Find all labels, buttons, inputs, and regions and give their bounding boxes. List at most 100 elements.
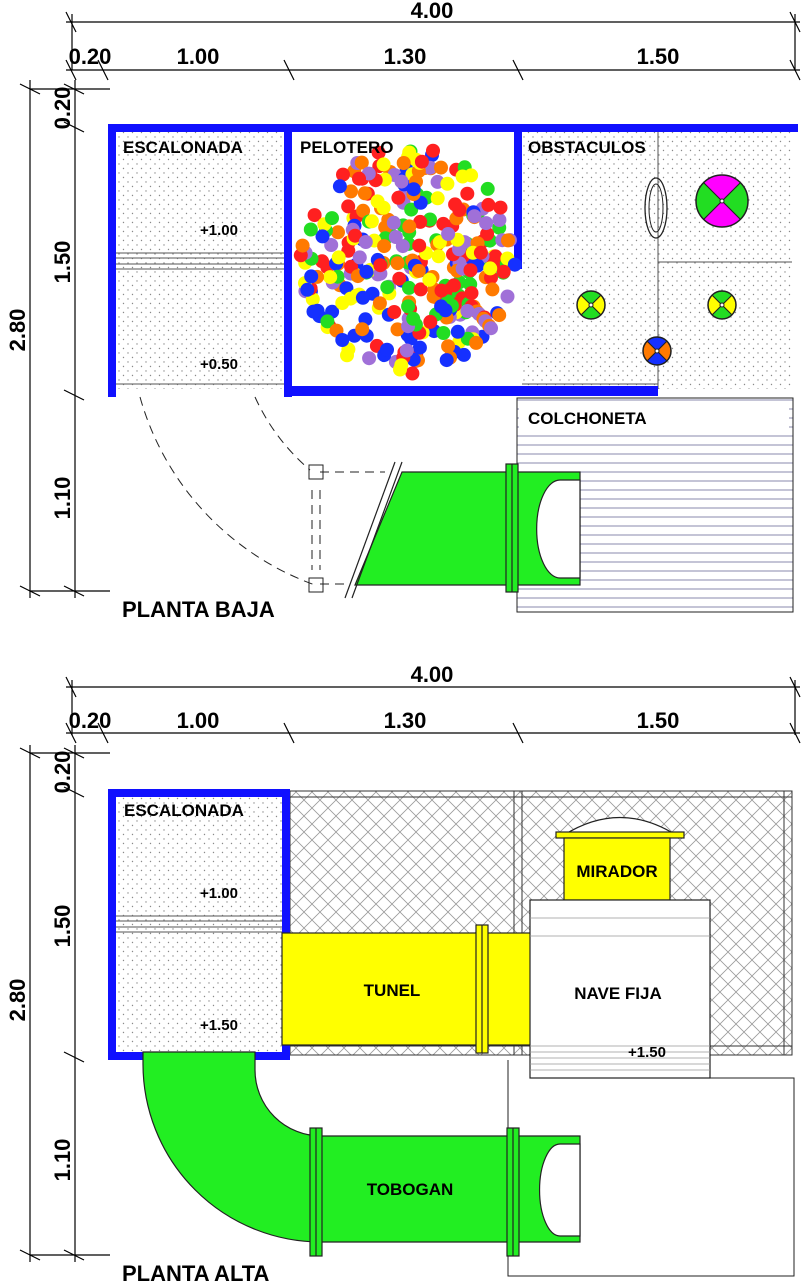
pb-horizontal-dimensions xyxy=(65,11,801,81)
pb-label-colchoneta: COLCHONETA xyxy=(528,409,647,428)
ball xyxy=(304,269,319,284)
ball xyxy=(411,263,426,278)
pa-vertical-dimensions xyxy=(19,745,110,1262)
pb-level-lower: +0.50 xyxy=(200,356,238,373)
ball xyxy=(354,155,369,170)
pb-green-slide xyxy=(344,461,581,599)
ball xyxy=(412,340,427,355)
ball xyxy=(348,228,363,243)
ball xyxy=(399,343,414,358)
ball xyxy=(413,214,428,229)
ball xyxy=(372,296,387,311)
ball xyxy=(441,339,456,354)
ball xyxy=(430,191,445,206)
pb-dim-1-00: 1.00 xyxy=(177,44,220,69)
ball xyxy=(431,249,446,264)
ball xyxy=(343,291,358,306)
ball xyxy=(492,308,507,323)
pa-dim-1-00: 1.00 xyxy=(177,708,220,733)
pb-vertical-dimensions xyxy=(19,80,110,598)
ball xyxy=(481,197,496,212)
disc-obstacle xyxy=(642,336,672,366)
pa-mirador xyxy=(555,816,685,901)
pb-title: PLANTA BAJA xyxy=(122,597,275,622)
ball xyxy=(507,257,522,272)
pb-dim-v-1-10: 1.10 xyxy=(50,477,75,520)
ball xyxy=(464,168,479,183)
ball xyxy=(436,326,451,340)
ball xyxy=(376,200,391,215)
ball xyxy=(423,314,438,329)
ball xyxy=(324,238,339,252)
ball xyxy=(402,219,417,234)
ball xyxy=(467,209,482,224)
ball xyxy=(483,261,498,276)
ball xyxy=(492,213,507,227)
pa-dim-1-30: 1.30 xyxy=(384,708,427,733)
ball xyxy=(303,222,318,237)
ball xyxy=(426,143,440,158)
ball xyxy=(325,211,339,226)
ball xyxy=(452,203,467,217)
ball xyxy=(485,282,500,297)
pb-dim-2-80: 2.80 xyxy=(5,309,30,352)
ball xyxy=(355,290,370,305)
pa-label-nave-fija: NAVE FIJA xyxy=(574,984,662,1003)
pa-dim-0-20: 0.20 xyxy=(69,708,112,733)
pb-dim-0-20: 0.20 xyxy=(69,44,112,69)
ball xyxy=(373,258,388,273)
ball xyxy=(439,353,454,368)
ball xyxy=(386,215,401,230)
pa-level-upper: +1.00 xyxy=(200,885,238,902)
ball xyxy=(414,154,429,169)
ball xyxy=(377,239,392,254)
ball xyxy=(391,190,406,205)
ball xyxy=(355,322,370,337)
ball xyxy=(306,304,321,319)
pb-dim-1-30: 1.30 xyxy=(384,44,427,69)
ball xyxy=(315,254,330,269)
ball xyxy=(371,145,386,160)
pb-dim-1-50: 1.50 xyxy=(637,44,680,69)
ball xyxy=(496,264,511,279)
ball xyxy=(395,239,410,254)
ball xyxy=(390,256,405,271)
ball xyxy=(440,176,455,191)
ball xyxy=(341,199,356,214)
pa-label-escalonada: ESCALONADA xyxy=(124,801,244,820)
ball xyxy=(434,160,448,175)
pb-label-pelotero: PELOTERO xyxy=(300,138,394,157)
ball xyxy=(376,157,391,172)
ball xyxy=(460,304,475,318)
pb-dim-v-0-20: 0.20 xyxy=(50,87,75,130)
ball xyxy=(405,366,420,381)
ball xyxy=(344,184,358,199)
ball xyxy=(501,233,515,248)
pa-dim-v-0-20: 0.20 xyxy=(50,751,75,794)
ball xyxy=(500,289,515,304)
pa-level-nave: +1.50 xyxy=(628,1044,666,1061)
pa-horizontal-dimensions xyxy=(65,676,801,744)
ball xyxy=(460,186,475,201)
ball xyxy=(323,270,338,285)
ball xyxy=(402,280,416,295)
ball xyxy=(331,225,345,240)
disc-obstacle xyxy=(576,290,606,320)
pa-label-tobogan: TOBOGAN xyxy=(367,1180,454,1199)
ball xyxy=(394,174,409,189)
ball xyxy=(315,229,330,244)
ball xyxy=(364,214,379,229)
pb-disc-obstacles xyxy=(576,174,749,366)
ball xyxy=(300,282,315,297)
ball xyxy=(406,311,421,326)
pb-label-escalonada: ESCALONADA xyxy=(123,138,243,157)
pa-level-lower: +1.50 xyxy=(200,1017,238,1034)
pa-dim-1-50: 1.50 xyxy=(637,708,680,733)
pb-label-obstaculos: OBSTACULOS xyxy=(528,138,646,157)
ball xyxy=(434,283,449,298)
ball xyxy=(480,227,495,241)
ball xyxy=(464,286,479,301)
pb-level-upper: +1.00 xyxy=(200,222,238,239)
ball xyxy=(401,299,416,314)
